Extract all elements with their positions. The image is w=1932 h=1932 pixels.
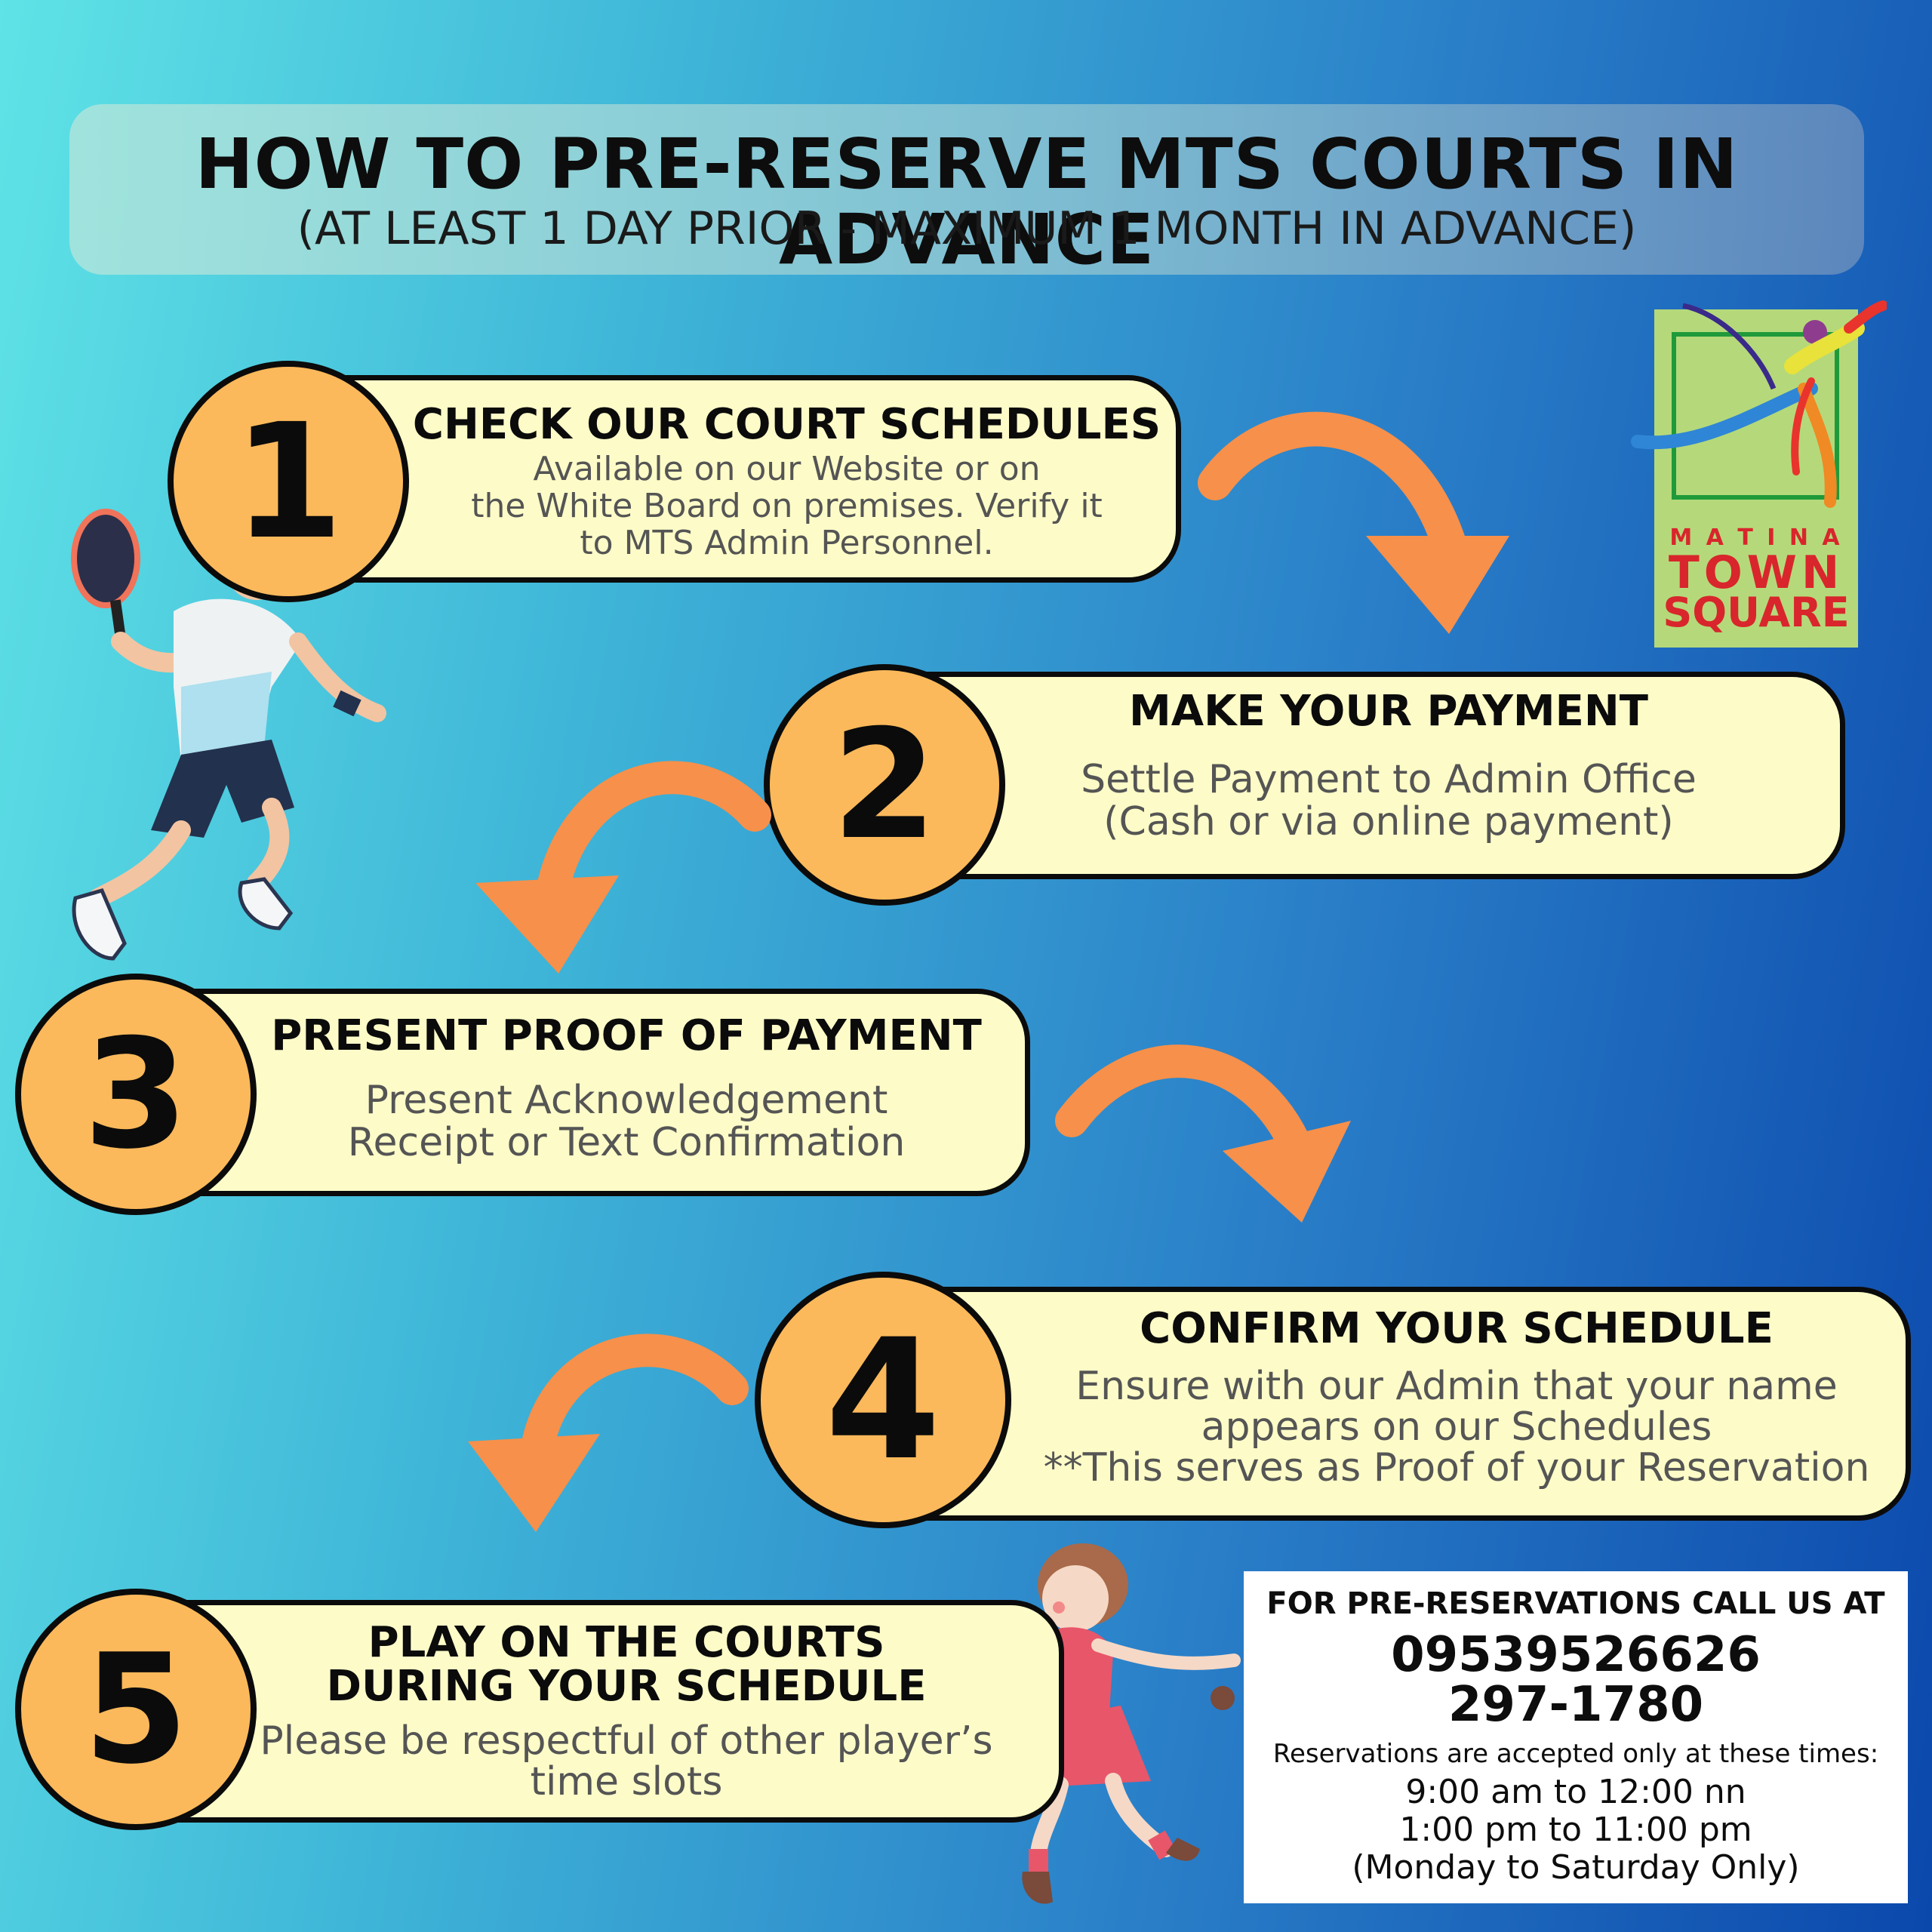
contact-info-box — [1244, 1571, 1908, 1903]
step-1-number: 1 — [168, 361, 409, 602]
step-3-description: Present Acknowledgement Receipt or Text … — [249, 1079, 1004, 1164]
step-1-line: the White Board on premises. Verify it — [471, 487, 1103, 525]
step-1-title: CHECK OUR COURT SCHEDULES — [412, 400, 1161, 449]
step-1-line: to MTS Admin Personnel. — [580, 524, 994, 562]
step-5-description: Please be respectful of other player’s t… — [249, 1721, 1004, 1802]
arrow-step-1-to-2-icon — [1198, 411, 1509, 634]
step-3-title: PRESENT PROOF OF PAYMENT — [271, 1011, 982, 1060]
contact-phone-mobile[interactable]: 09539526626 — [1391, 1627, 1761, 1683]
contact-hours-line: 9:00 am to 12:00 nn — [1405, 1773, 1746, 1811]
step-2-card — [845, 672, 1845, 879]
step-4-title: CONFIRM YOUR SCHEDULE — [1140, 1304, 1774, 1353]
arrow-step-3-to-4-icon — [1055, 1044, 1351, 1223]
step-2-description: Settle Payment to Admin Office (Cash or … — [1011, 758, 1766, 843]
step-4-line: appears on our Schedules — [1201, 1404, 1712, 1450]
logo-frame — [1672, 332, 1839, 500]
step-5-title-line: PLAY ON THE COURTS — [368, 1618, 885, 1667]
step-5-number: 5 — [15, 1589, 257, 1830]
step-5-line: Please be respectful of other player’s — [260, 1718, 993, 1764]
contact-hours-line: 1:00 pm to 11:00 pm — [1399, 1810, 1752, 1849]
step-3-number: 3 — [15, 974, 257, 1215]
step-4-number: 4 — [755, 1272, 1011, 1528]
step-1-card — [257, 375, 1181, 583]
contact-heading: FOR PRE-RESERVATIONS CALL US AT — [1266, 1586, 1885, 1621]
step-1-description: Available on our Website or on the White… — [400, 451, 1174, 561]
step-2-line: Settle Payment to Admin Office — [1081, 757, 1697, 802]
page-subtitle: (AT LEAST 1 DAY PRIOR - MAXIMUM 1 MONTH … — [297, 202, 1637, 255]
logo-text-matina: M A T I N A — [1669, 525, 1843, 551]
matina-town-square-logo — [1654, 309, 1858, 648]
step-5-title: PLAY ON THE COURTS DURING YOUR SCHEDULE — [249, 1621, 1004, 1709]
step-5-line: time slots — [530, 1759, 723, 1804]
step-4-line: **This serves as Proof of your Reservati… — [1043, 1445, 1870, 1491]
step-5-title-line: DURING YOUR SCHEDULE — [326, 1662, 927, 1711]
contact-note: Reservations are accepted only at these … — [1272, 1739, 1879, 1769]
page-title: HOW TO PRE-RESERVE MTS COURTS IN ADVANCE — [195, 124, 1739, 280]
step-3-line: Present Acknowledgement — [365, 1078, 888, 1123]
step-1-line: Available on our Website or on — [533, 450, 1041, 488]
arrow-step-4-to-5-icon — [468, 1334, 749, 1532]
arrow-step-2-to-3-icon — [475, 761, 771, 974]
step-3-line: Receipt or Text Confirmation — [347, 1120, 906, 1165]
step-2-title: MAKE YOUR PAYMENT — [1129, 687, 1648, 736]
step-4-description: Ensure with our Admin that your name app… — [1004, 1366, 1909, 1488]
contact-hours: 9:00 am to 12:00 nn 1:00 pm to 11:00 pm … — [1244, 1774, 1908, 1887]
contact-hours-line: (Monday to Saturday Only) — [1352, 1848, 1800, 1887]
step-4-line: Ensure with our Admin that your name — [1075, 1364, 1838, 1409]
contact-phone-landline[interactable]: 297-1780 — [1447, 1677, 1704, 1733]
logo-figure-icon — [1631, 300, 1887, 508]
logo-text-square: SQUARE — [1663, 589, 1850, 636]
step-2-number: 2 — [764, 664, 1005, 906]
step-2-line: (Cash or via online payment) — [1103, 799, 1674, 844]
logo-text-town: TOWN — [1668, 546, 1844, 599]
header-banner — [69, 104, 1864, 275]
